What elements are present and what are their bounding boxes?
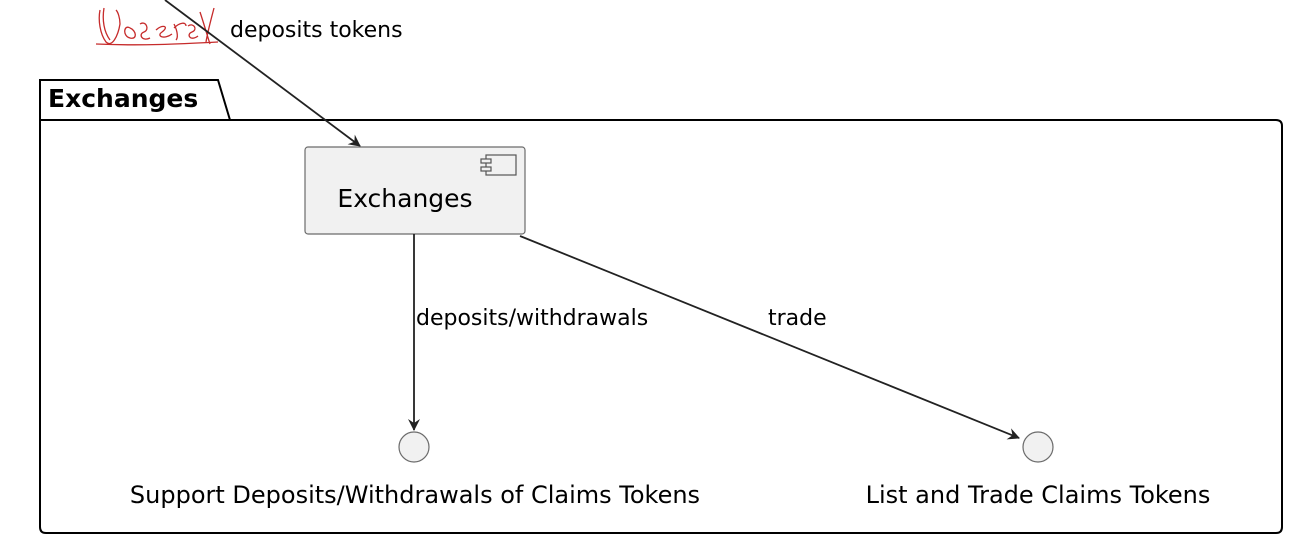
interface-trade-label: List and Trade Claims Tokens	[865, 481, 1211, 509]
edge-label-deposits-withdrawals: deposits/withdrawals	[416, 306, 649, 331]
interface-support-circle[interactable]	[398, 431, 430, 463]
edge-exchanges-to-trade	[519, 235, 1020, 440]
actor-users-sketch	[95, 7, 219, 46]
component-exchanges[interactable]	[304, 146, 526, 235]
edge-users-to-exchanges	[164, 0, 361, 147]
edge-label-trade: trade	[768, 306, 827, 331]
component-icon	[480, 154, 517, 176]
edge-label-deposits-tokens: deposits tokens	[230, 18, 403, 43]
package-exchanges	[39, 79, 1283, 534]
interface-support-label: Support Deposits/Withdrawals of Claims T…	[129, 481, 701, 509]
interface-trade-circle[interactable]	[1022, 431, 1054, 463]
component-label: Exchanges	[337, 184, 473, 213]
package-title: Exchanges	[48, 84, 199, 113]
